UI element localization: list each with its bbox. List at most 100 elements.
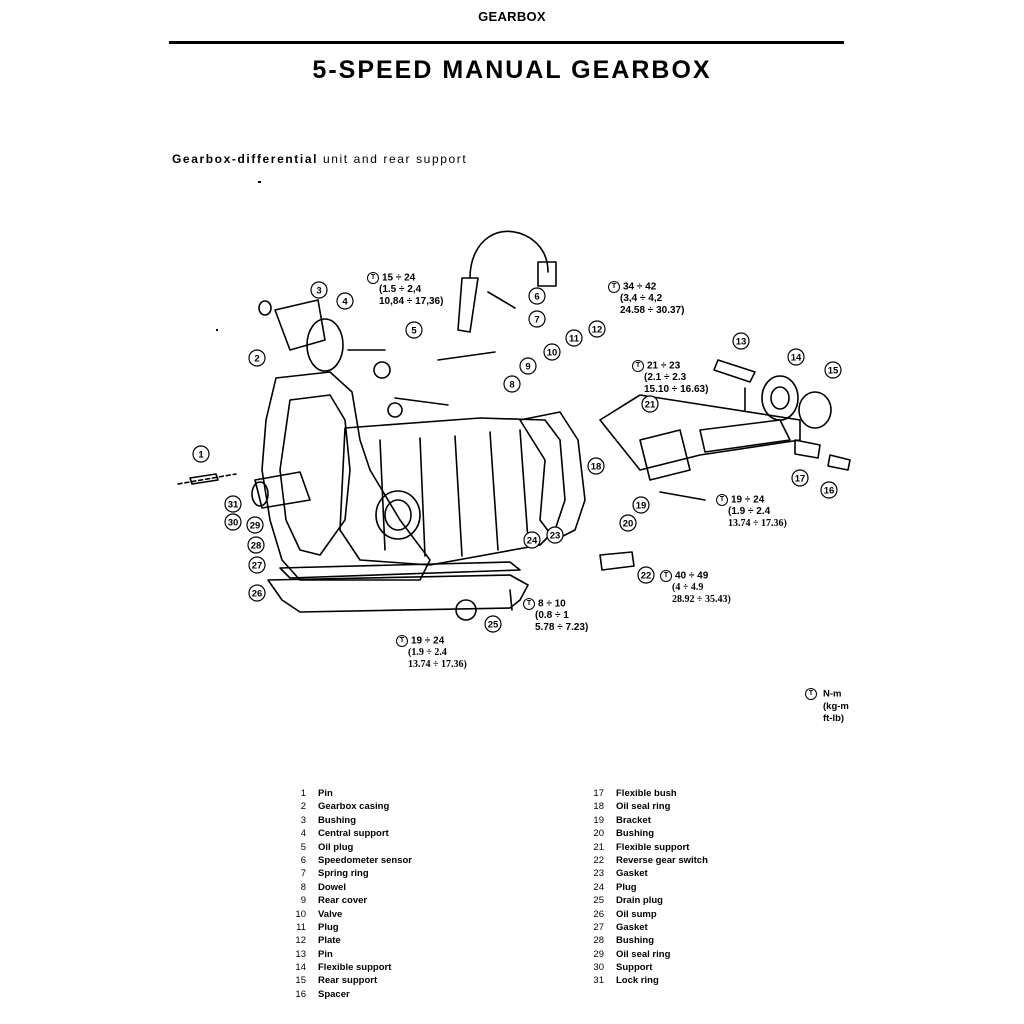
units-legend-nm: N-m [823,688,842,700]
torque-ftlb: 13.74 ÷ 17.36) [728,517,787,529]
flexible-bush-17 [794,439,821,459]
part-num: 4 [300,828,306,840]
part-num: 17 [593,788,604,799]
torque-icon: T [632,360,644,372]
rear-support-15 [798,391,832,429]
callout-19: 19 [636,501,647,512]
part-num: 16 [295,988,306,1000]
callout-11: 11 [569,334,580,345]
torque-nm: 19 ÷ 24 [731,494,765,506]
torque-ftlb: 15.10 ÷ 16.63) [644,383,709,395]
part-num: 26 [593,908,604,920]
header-label: GEARBOX [478,9,546,24]
part-name: Flexible support [318,962,392,974]
callout-8: 8 [509,380,514,391]
torque-nm: 40 ÷ 49 [675,570,709,582]
part-num: 2 [300,801,306,813]
callout-7: 7 [534,315,539,326]
part-name: Oil plug [318,841,354,853]
part-name: Flexible bush [616,788,677,799]
callout-25: 25 [488,620,499,631]
callout-28: 28 [251,541,262,552]
part-row: 11 Plug [280,922,412,935]
part-name: Bushing [616,828,654,840]
part-num: 31 [593,975,604,987]
callout-20: 20 [623,519,634,530]
part-name: Gasket [616,921,648,933]
torque-icon: T [716,494,728,506]
callout-16: 16 [824,486,835,497]
part-name: Plate [318,935,341,947]
torque-nm: 19 ÷ 24 [411,635,445,647]
torque-kgm: (0.8 ÷ 1 [535,610,569,622]
part-num: 11 [296,921,306,933]
part-num: 18 [593,801,604,813]
callout-31: 31 [228,500,239,511]
part-name: Bushing [318,814,356,826]
part-name: Plug [318,921,339,933]
torque-ftlb: 5.78 ÷ 7.23) [535,621,589,633]
torque-nm: 8 ÷ 10 [538,598,566,610]
part-name: Flexible support [616,841,690,853]
part-num: 23 [593,868,604,880]
callout-27: 27 [252,561,263,572]
callout-13: 13 [736,337,747,348]
part-row: 26 Oil sump [578,909,708,922]
callout-3: 3 [316,286,321,297]
part-row: 17 Flexible bush [578,788,708,801]
part-num: 30 [593,962,604,974]
part-num: 5 [300,841,306,853]
flexible-support-14-inner [770,386,790,410]
part-name: Support [616,962,653,974]
pin-body [189,473,219,485]
body-rib-3 [454,435,463,557]
callout-5: 5 [411,326,417,337]
nut [373,361,391,379]
sump-bolt [509,589,513,611]
bolt-long-2 [394,397,449,406]
torque-ftlb: 24.58 ÷ 30.37) [620,304,685,316]
part-num: 6 [300,854,306,866]
part-num: 10 [295,908,306,920]
seal-ring [251,481,269,507]
part-name: Pin [318,788,333,799]
callout-1: 1 [198,450,204,461]
torque-kgm: (2.1 ÷ 2.3 [644,372,687,384]
part-name: Oil sump [616,908,657,920]
part-name: Pin [318,948,333,960]
callout-15: 15 [828,366,839,377]
body-rib-4 [489,431,499,551]
part-name: Drain plug [616,895,663,907]
part-row: 4 Central support [280,828,412,841]
callout-17: 17 [795,474,806,485]
oil-sump [267,574,529,613]
part-name: Oil seal ring [616,948,671,960]
rear-support-beam [599,394,801,471]
part-name: Central support [318,828,389,840]
torque-kgm: (4 ÷ 4.9 [672,582,704,594]
torque-icon: T [660,570,672,582]
body-rib-1 [379,439,386,551]
spring-ring-7 [487,291,516,309]
torque-kgm: (3,4 ÷ 4,2 [620,293,663,305]
section-title-bold: Gearbox-differential [172,152,319,166]
part-num: 25 [593,895,604,907]
part-num: 19 [593,814,604,826]
